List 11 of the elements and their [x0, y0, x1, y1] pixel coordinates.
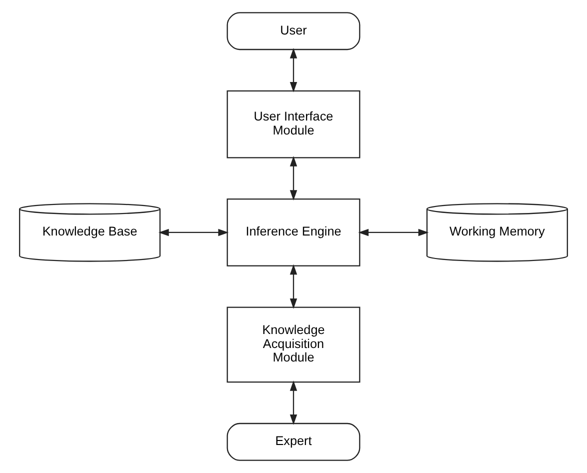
node-box: Knowledge Acquisition Module — [226, 306, 360, 383]
arrow — [290, 48, 298, 92]
arrow — [290, 264, 298, 309]
arrow — [158, 228, 229, 236]
arrow — [290, 380, 298, 425]
node-box: User Interface Module — [226, 90, 360, 158]
node-box: Expert — [226, 422, 360, 461]
node-box: User — [226, 12, 360, 50]
node-box: Inference Engine — [226, 198, 360, 266]
arrow — [290, 156, 298, 201]
arrow — [358, 228, 429, 236]
